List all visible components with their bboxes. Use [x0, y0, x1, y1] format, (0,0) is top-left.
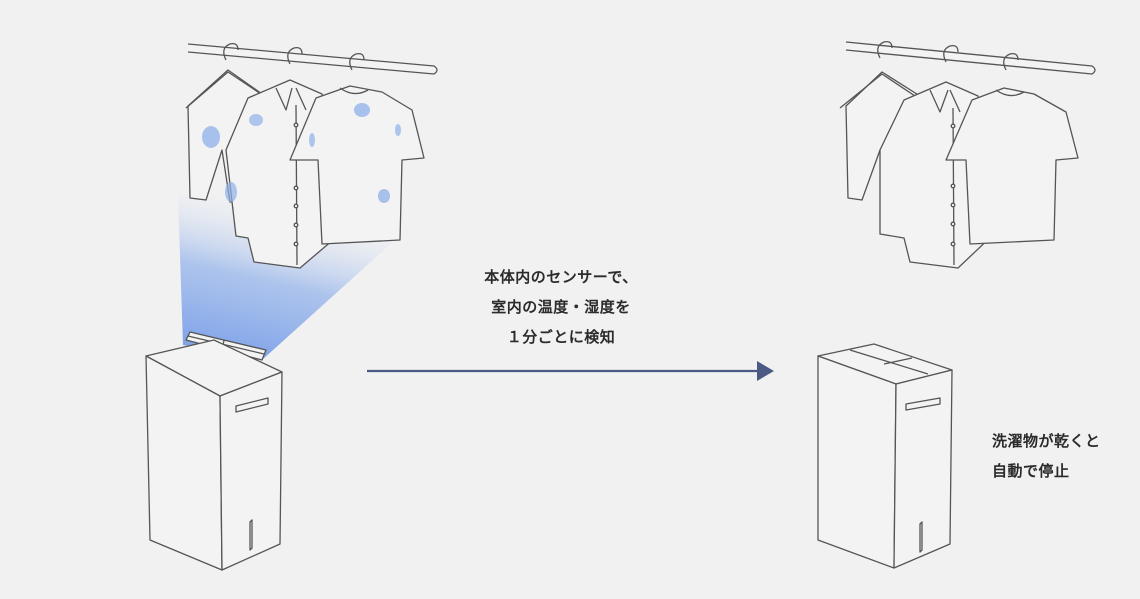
- caption-line: 室内の温度・湿度を: [491, 298, 631, 316]
- auto-stop-caption: 洗濯物が乾くと 自動で停止: [992, 426, 1101, 486]
- hanger-hook: [349, 52, 365, 71]
- handle-slot: [235, 397, 269, 413]
- dry-clothes-group: [839, 40, 1096, 269]
- caption-line: 本体内のセンサーで、: [484, 268, 638, 286]
- hanger-hook: [287, 46, 303, 65]
- wet-clothes-group: [185, 42, 438, 269]
- clothes-rail: [845, 41, 1096, 75]
- hanger-hook: [223, 42, 239, 61]
- hanger-hook: [943, 44, 959, 63]
- handle-slot: [905, 397, 941, 411]
- caption-line: 洗濯物が乾くと: [992, 432, 1101, 450]
- clothes-rail: [187, 43, 438, 75]
- water-gauge: [919, 521, 923, 553]
- hanger-hook: [1003, 52, 1019, 71]
- dehumidifier-stopped: [817, 343, 953, 569]
- sensor-caption: 本体内のセンサーで、 室内の温度・湿度を １分ごとに検知: [466, 262, 656, 352]
- unit-side: [219, 371, 283, 571]
- unit-front: [817, 355, 897, 569]
- caption-line: １分ごとに検知: [506, 328, 616, 346]
- unit-side: [893, 369, 953, 569]
- dehumidifier-running: [145, 331, 283, 571]
- t-shirt: [289, 85, 425, 245]
- caption-line: 自動で停止: [992, 462, 1070, 480]
- water-gauge: [249, 519, 253, 551]
- process-arrow: [367, 361, 774, 381]
- hanger-hook: [877, 40, 893, 59]
